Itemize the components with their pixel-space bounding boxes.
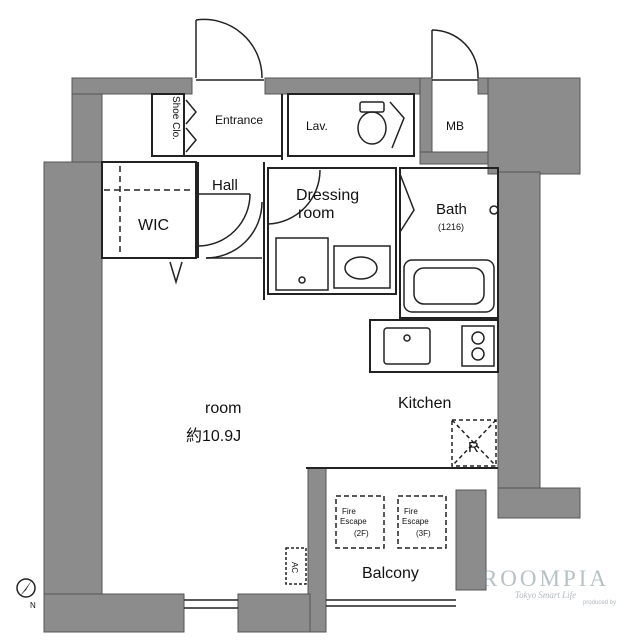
shoe-closet-door <box>185 99 197 125</box>
wall-balcony-left <box>307 467 327 633</box>
toilet-bowl <box>357 111 387 145</box>
watermark-produced: produced by <box>582 600 616 606</box>
dressing-room-label-1: Dressing <box>296 187 359 204</box>
hall-label: Hall <box>212 177 238 194</box>
dressing-room-label-2: room <box>298 205 334 222</box>
watermark-brand: ROOMPIA <box>481 566 610 591</box>
room-label: room <box>205 400 241 417</box>
ac-unit <box>285 547 307 585</box>
sink-drain <box>403 334 411 342</box>
lav-door <box>389 101 405 149</box>
wall-balcony-right <box>455 489 487 591</box>
kitchen-sink <box>383 327 431 365</box>
entrance-label: Entrance <box>215 113 263 127</box>
bathtub <box>403 259 495 313</box>
room-labels: Shoe Clo. Entrance Lav. MB Hall WIC Dres… <box>138 96 479 582</box>
wall-right-mid <box>497 171 541 491</box>
fire-escape-3f-line1: Fire <box>404 507 418 516</box>
fixtures <box>184 101 499 609</box>
interior-walls <box>101 93 499 469</box>
balcony-label: Balcony <box>362 565 419 582</box>
wall-mb-left <box>419 77 433 165</box>
bath-outline <box>399 167 499 319</box>
fire-escape-2f-line1: Fire <box>342 507 356 516</box>
mb-label: MB <box>446 119 464 133</box>
washbasin-bowl <box>344 256 378 280</box>
doors <box>169 18 479 285</box>
dressing-door-arc <box>267 169 321 225</box>
washing-machine-drain <box>298 276 306 284</box>
wall-top-mid <box>264 77 431 95</box>
wall-mb-bottom <box>419 151 489 165</box>
wall-top <box>71 77 193 95</box>
shoe-closet-door-lower <box>185 127 197 153</box>
wall-left <box>43 161 103 633</box>
room-door-arc <box>205 201 263 259</box>
room-size-label: 約10.9J <box>186 427 241 445</box>
wic-door-arc <box>197 193 251 247</box>
toilet-tank <box>359 101 385 113</box>
wall-bottom-right <box>237 593 311 633</box>
ac-label: AC <box>290 562 299 573</box>
stove-burner-2 <box>471 347 485 361</box>
fire-escape-2f-floor: (2F) <box>354 529 369 538</box>
wall-right-bottom <box>497 487 581 519</box>
wic-arrow <box>169 261 183 285</box>
compass-ring <box>16 578 36 598</box>
fire-escape-labels: Fire Escape (2F) Fire Escape (3F) <box>340 507 431 538</box>
dressing-outline <box>267 167 397 295</box>
fire-escape-3f-hatch <box>397 495 447 549</box>
stove <box>461 325 495 367</box>
wic-label: WIC <box>138 217 169 234</box>
wall-right-top <box>487 77 581 175</box>
wall-bottom-left <box>43 593 185 633</box>
wic-rails <box>104 166 194 256</box>
fire-escape-3f-line2: Escape <box>402 517 429 526</box>
fire-escape-2f-hatch <box>335 495 385 549</box>
kitchen-counter <box>369 319 499 373</box>
watermark-tagline: Tokyo Smart Life <box>514 590 577 600</box>
front-door-arc <box>195 18 263 79</box>
kitchen-label: Kitchen <box>398 395 451 412</box>
washing-machine <box>275 237 329 291</box>
wic-outline <box>101 161 197 259</box>
shoe-closet-label: Shoe Clo. <box>170 96 181 140</box>
stove-burner-1 <box>471 331 485 345</box>
bathtub-inner <box>413 267 485 305</box>
lav-label: Lav. <box>306 119 328 133</box>
refrigerator-cross-b <box>451 419 497 467</box>
bath-door <box>399 173 415 233</box>
refrigerator-label: R <box>468 439 479 456</box>
shower-head <box>489 205 499 215</box>
fire-escape-2f-line2: Escape <box>340 517 367 526</box>
exterior-walls <box>43 77 581 633</box>
bath-size-label: (1216) <box>438 222 464 232</box>
compass-north-label: N <box>30 601 36 610</box>
compass-needle-icon <box>20 580 32 596</box>
mb-door-arc <box>431 29 479 79</box>
bath-label: Bath <box>436 201 467 218</box>
washbasin-counter <box>333 245 391 289</box>
compass: N <box>16 578 36 610</box>
fire-escape-3f-floor: (3F) <box>416 529 431 538</box>
refrigerator-space <box>451 419 497 467</box>
lav-outline <box>287 93 415 157</box>
watermark: ROOMPIA Tokyo Smart Life produced by <box>463 566 628 606</box>
